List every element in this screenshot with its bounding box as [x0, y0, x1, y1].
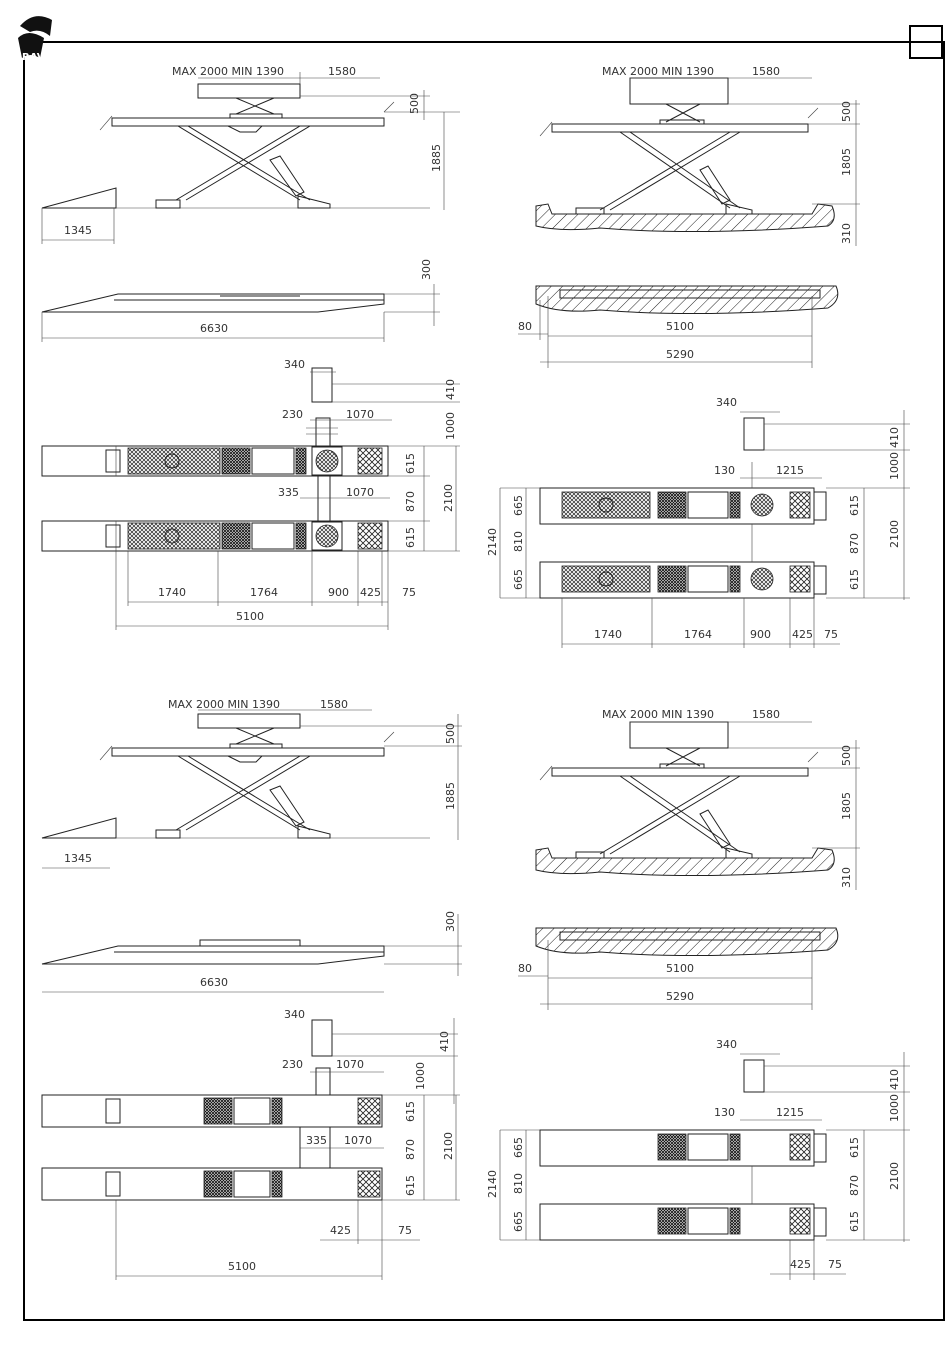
dim-80-q2: 80 — [518, 320, 532, 333]
dim-1215-q2: 1215 — [776, 464, 804, 477]
dim-1070-q1a: 1070 — [346, 408, 374, 421]
dim-300-q3: 300 — [444, 911, 457, 932]
dim-max-min-q4: MAX 2000 MIN 1390 — [602, 708, 714, 721]
dim-500: 500 — [408, 93, 421, 114]
dim-max-min-q2: MAX 2000 MIN 1390 — [602, 65, 714, 78]
dim-335-q3: 335 — [306, 1134, 327, 1147]
dim-75-q4: 75 — [828, 1258, 842, 1271]
dim-1345: 1345 — [64, 224, 92, 237]
dim-75-q2: 75 — [824, 628, 838, 641]
dim-810-q4: 810 — [512, 1173, 525, 1194]
dim-1580-q4: 1580 — [752, 708, 780, 721]
dim-1885: 1885 — [430, 144, 443, 172]
dim-1345-q3: 1345 — [64, 852, 92, 865]
dim-410-q1: 410 — [444, 379, 457, 400]
dim-1215-q4: 1215 — [776, 1106, 804, 1119]
dim-2100-q2: 2100 — [888, 520, 901, 548]
dim-1805-q2: 1805 — [840, 148, 853, 176]
dim-75-q3: 75 — [398, 1224, 412, 1237]
dim-1580-q3: 1580 — [320, 698, 348, 711]
dim-615-q2a: 615 — [848, 495, 861, 516]
dim-1000-q4: 1000 — [888, 1094, 901, 1122]
dim-665-q4b: 665 — [512, 1211, 525, 1232]
dim-900-q2: 900 — [750, 628, 771, 641]
dim-130-q4: 130 — [714, 1106, 735, 1119]
dim-6630-q1: 6630 — [200, 322, 228, 335]
dim-615-q3b: 615 — [404, 1175, 417, 1196]
dim-300-q1: 300 — [420, 259, 433, 280]
dim-900-q1: 900 — [328, 586, 349, 599]
dim-615-q4a: 615 — [848, 1137, 861, 1158]
dim-1764-q1: 1764 — [250, 586, 278, 599]
dim-665-q4a: 665 — [512, 1137, 525, 1158]
dim-870-q2: 870 — [848, 533, 861, 554]
dim-75-q1: 75 — [402, 586, 416, 599]
dim-1740-q2: 1740 — [594, 628, 622, 641]
dim-615-q4b: 615 — [848, 1211, 861, 1232]
dim-5100-q4: 5100 — [666, 962, 694, 975]
dim-340-q3: 340 — [284, 1008, 305, 1021]
svg-text:RAV: RAV — [22, 52, 45, 63]
dim-1000-q2: 1000 — [888, 452, 901, 480]
dim-500-q2: 500 — [840, 101, 853, 122]
dim-425-q3: 425 — [330, 1224, 351, 1237]
dim-615-q1a: 615 — [404, 453, 417, 474]
dim-2140-q4: 2140 — [486, 1170, 499, 1198]
dim-1764-q2: 1764 — [684, 628, 712, 641]
empty-box-icon — [909, 25, 943, 59]
dim-615-q1b: 615 — [404, 527, 417, 548]
dim-230-q3: 230 — [282, 1058, 303, 1071]
dim-410-q4: 410 — [888, 1069, 901, 1090]
dim-max-min-q3: MAX 2000 MIN 1390 — [168, 698, 280, 711]
dim-310-q4: 310 — [840, 867, 853, 888]
dim-1740-q1: 1740 — [158, 586, 186, 599]
dim-1000-q1: 1000 — [444, 412, 457, 440]
dim-1070-q3b: 1070 — [344, 1134, 372, 1147]
dim-425-q2: 425 — [792, 628, 813, 641]
dim-2100-q3: 2100 — [442, 1132, 455, 1160]
dim-2100-q4: 2100 — [888, 1162, 901, 1190]
dim-870-q3: 870 — [404, 1139, 417, 1160]
dim-1580-q2: 1580 — [752, 65, 780, 78]
dim-665-q2b: 665 — [512, 569, 525, 590]
dim-1000-q3: 1000 — [414, 1062, 427, 1090]
dim-5290-q4: 5290 — [666, 990, 694, 1003]
dim-5100-q3: 5100 — [228, 1260, 256, 1273]
dim-2140-q2: 2140 — [486, 528, 499, 556]
dim-615-q3a: 615 — [404, 1101, 417, 1122]
dim-5100-q2a: 5100 — [666, 320, 694, 333]
dim-1885-q3: 1885 — [444, 782, 457, 810]
dim-335-q1: 335 — [278, 486, 299, 499]
dim-340-q1: 340 — [284, 358, 305, 371]
dim-340-q2: 340 — [716, 396, 737, 409]
dim-230-q1: 230 — [282, 408, 303, 421]
dim-615-q2b: 615 — [848, 569, 861, 590]
brand-logo-icon: RAV — [18, 16, 52, 63]
dim-130-q2: 130 — [714, 464, 735, 477]
dim-810-q2: 810 — [512, 531, 525, 552]
dim-6630-q3: 6630 — [200, 976, 228, 989]
dim-870-q1: 870 — [404, 491, 417, 512]
dim-1070-q1b: 1070 — [346, 486, 374, 499]
dim-500-q4: 500 — [840, 745, 853, 766]
dim-665-q2a: 665 — [512, 495, 525, 516]
dim-425-q1: 425 — [360, 586, 381, 599]
dim-500-q3: 500 — [444, 723, 457, 744]
dim-410-q2: 410 — [888, 427, 901, 448]
dim-max-min: MAX 2000 MIN 1390 — [172, 65, 284, 78]
dim-1805-q4: 1805 — [840, 792, 853, 820]
dim-340-q4: 340 — [716, 1038, 737, 1051]
dim-5100-q1: 5100 — [236, 610, 264, 623]
dim-2100-q1: 2100 — [442, 484, 455, 512]
dim-5290-q2: 5290 — [666, 348, 694, 361]
dim-425-q4: 425 — [790, 1258, 811, 1271]
dim-80-q4: 80 — [518, 962, 532, 975]
dim-1070-q3a: 1070 — [336, 1058, 364, 1071]
dim-1580: 1580 — [328, 65, 356, 78]
dim-870-q4: 870 — [848, 1175, 861, 1196]
dim-310-q2: 310 — [840, 223, 853, 244]
dim-410-q3: 410 — [438, 1031, 451, 1052]
